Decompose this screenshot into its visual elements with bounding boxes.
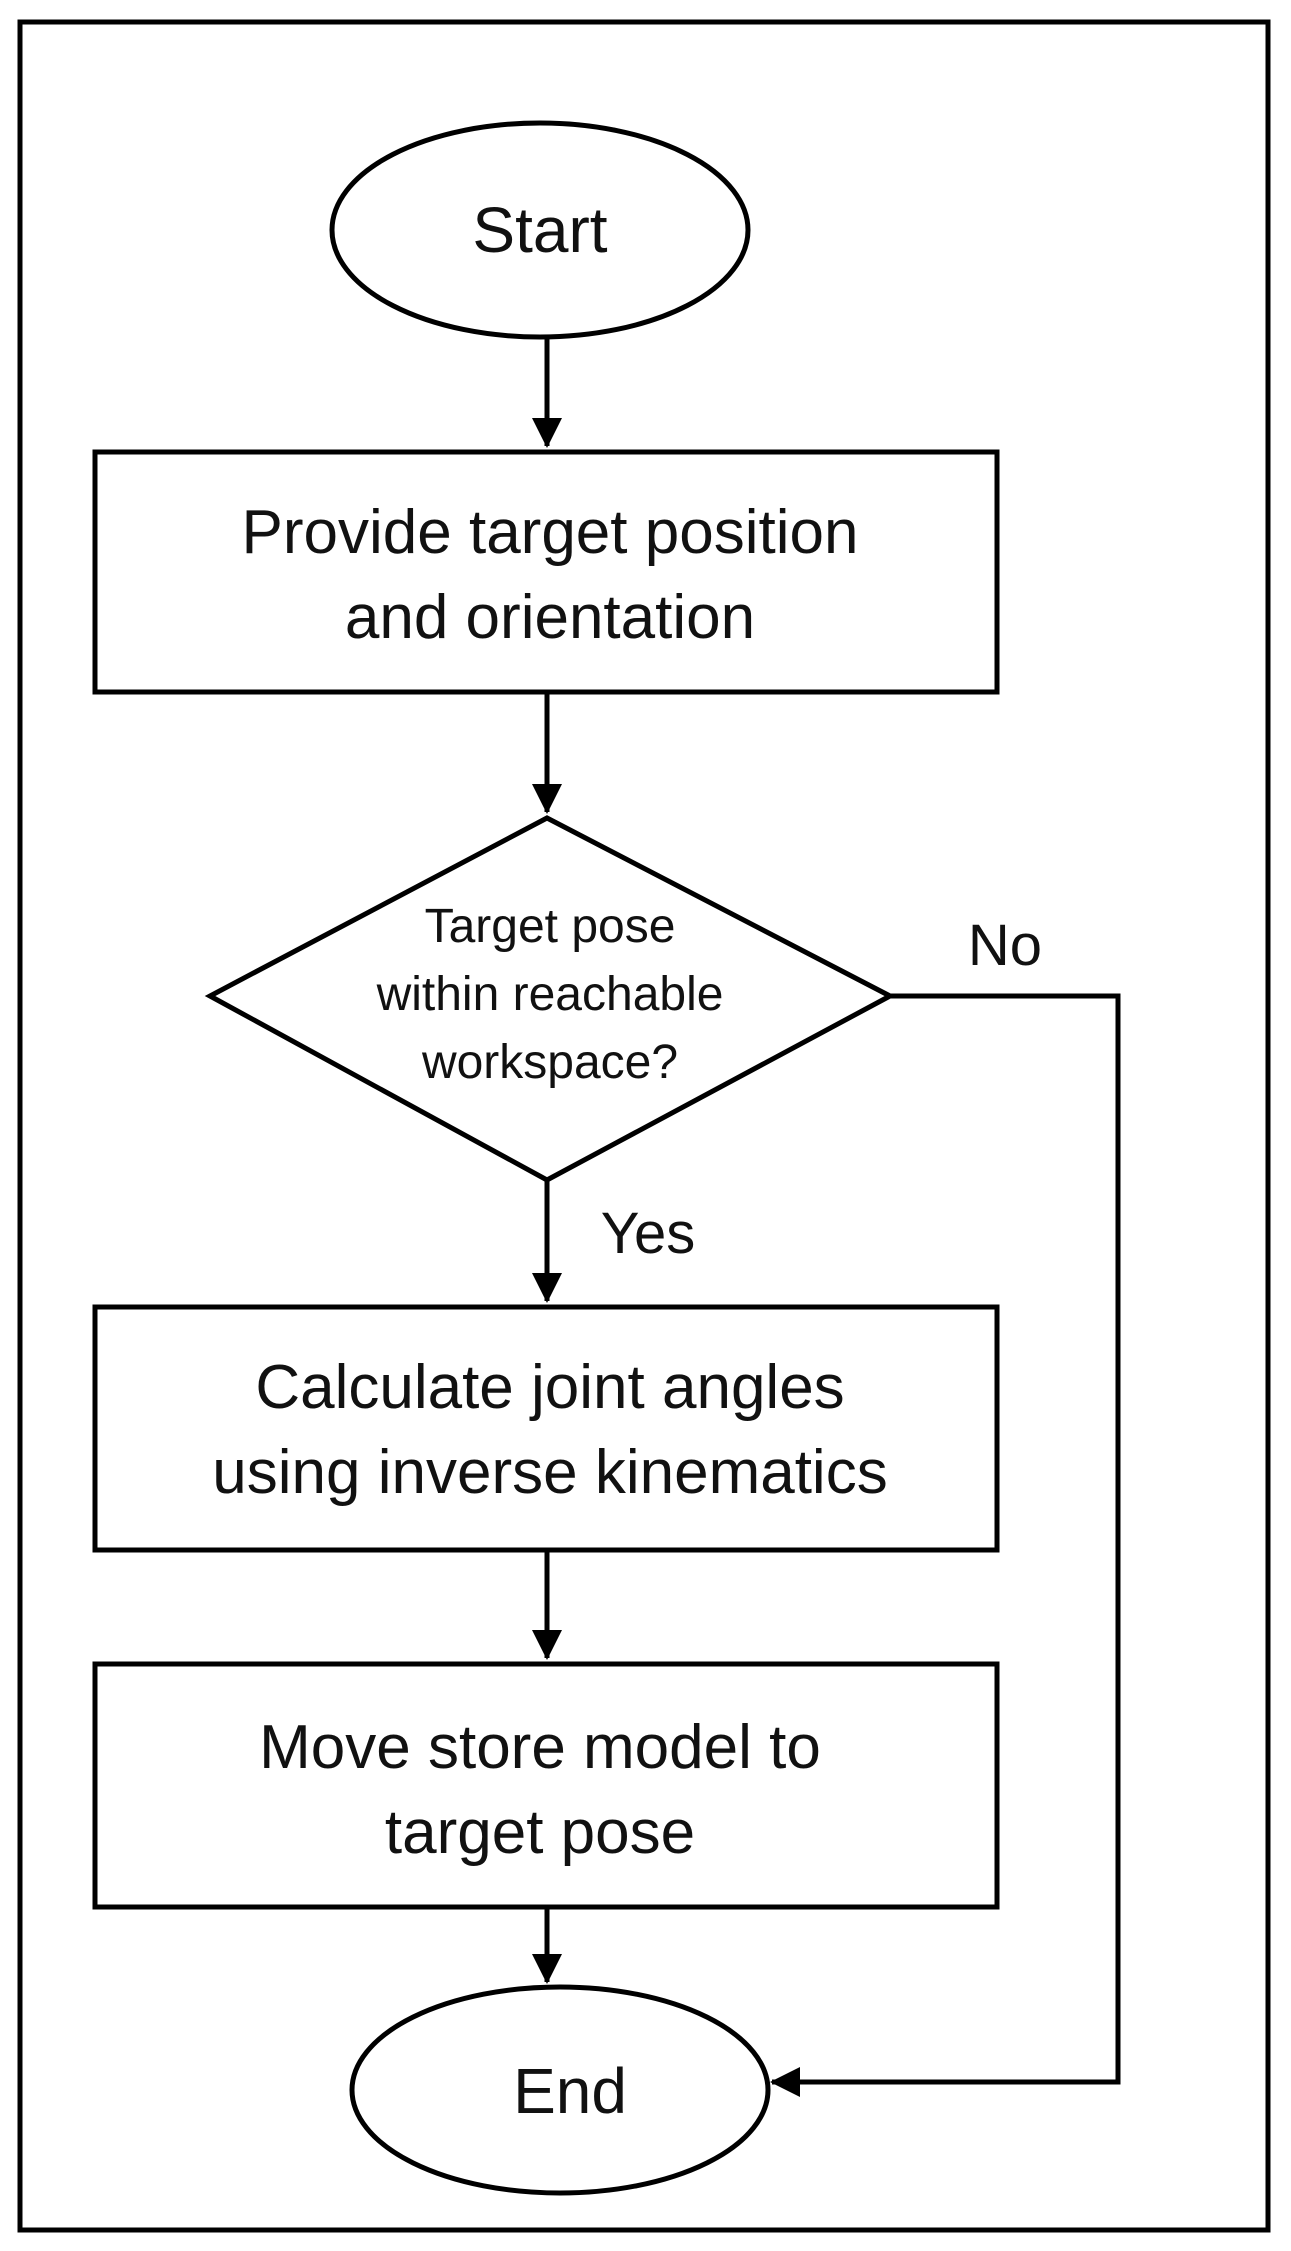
reachability-decision: Target pose within reachable workspace? <box>204 815 896 1183</box>
calculate-line-2: using inverse kinematics <box>212 1438 887 1507</box>
decision-line-3: workspace? <box>421 1036 678 1089</box>
provide-target-process: Provide target position and orientation <box>92 449 1000 695</box>
end-label: End <box>513 2055 627 2127</box>
calculate-joint-angles-process: Calculate joint angles using inverse kin… <box>92 1304 1000 1553</box>
end-terminal: End <box>349 1984 771 2196</box>
no-label: No <box>968 913 1042 978</box>
move-line-2: target pose <box>385 1798 695 1867</box>
start-terminal: Start <box>329 120 751 340</box>
yes-label: Yes <box>601 1201 696 1266</box>
provide-line-1: Provide target position <box>242 498 859 567</box>
start-label: Start <box>472 194 607 266</box>
decision-line-2: within reachable <box>376 968 724 1021</box>
provide-line-2: and orientation <box>345 583 755 652</box>
decision-line-1: Target pose <box>425 900 676 953</box>
calculate-line-1: Calculate joint angles <box>255 1353 844 1422</box>
edge-decision-no-to-end <box>770 993 1121 2097</box>
move-model-process: Move store model to target pose <box>92 1661 1000 1910</box>
move-line-1: Move store model to <box>259 1713 821 1782</box>
